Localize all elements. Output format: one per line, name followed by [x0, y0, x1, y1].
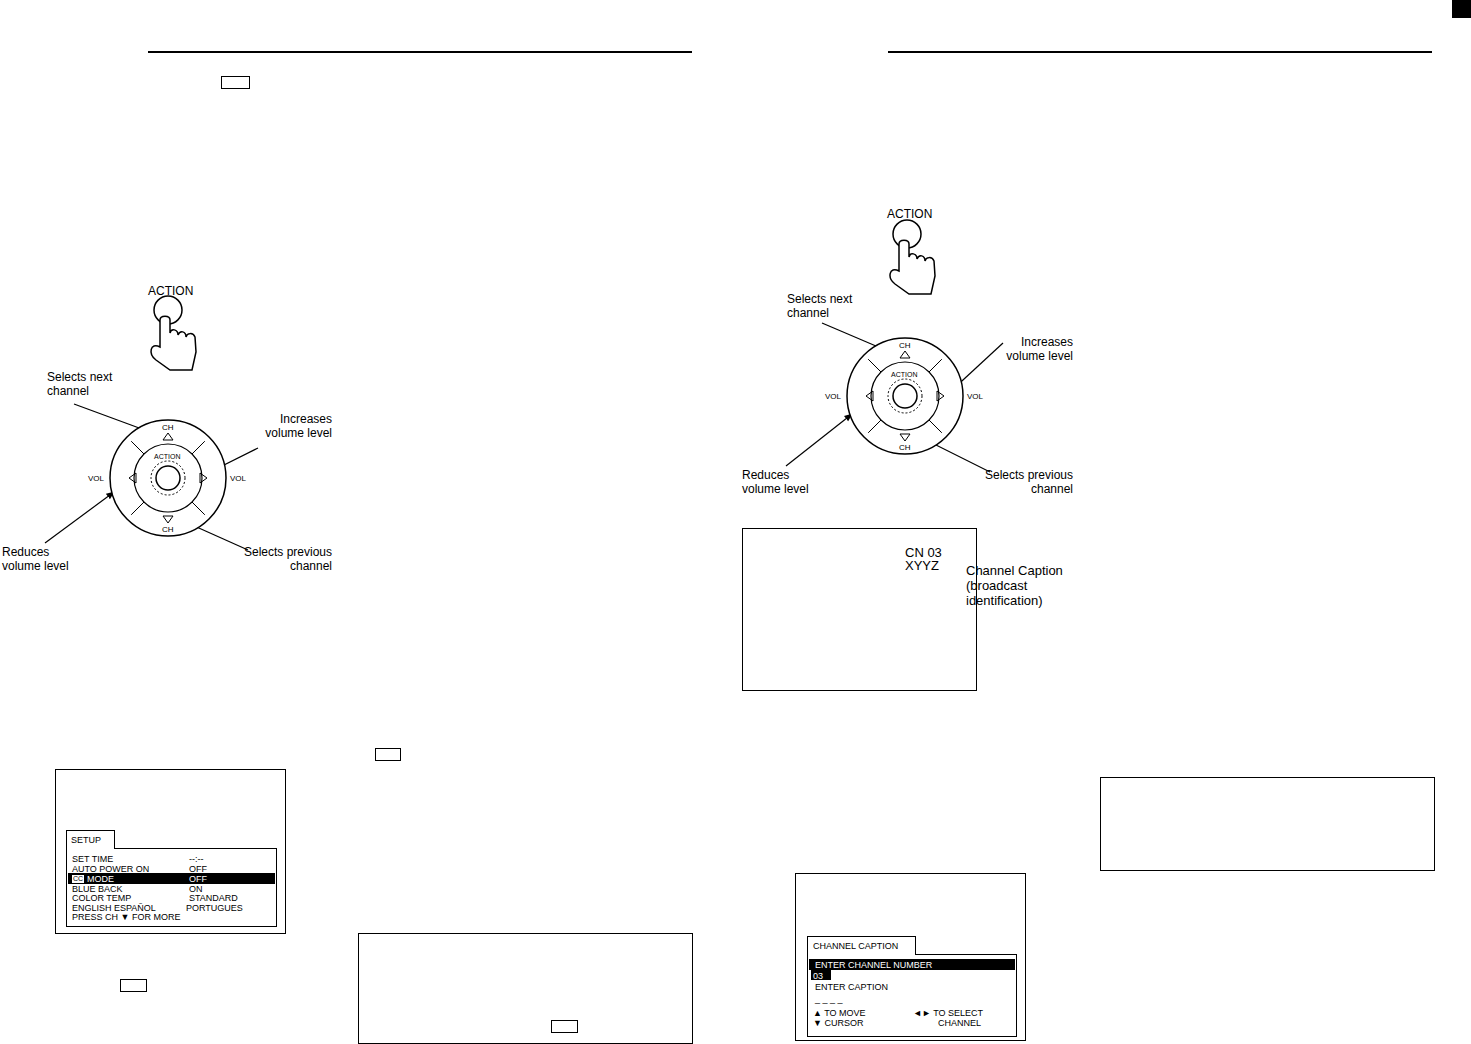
button-name: ACTION	[887, 207, 947, 221]
menu-item: CHANNEL	[938, 1018, 981, 1028]
menu-item: ▼ CURSOR	[813, 1018, 863, 1028]
menu-item: ESPAÑOL	[114, 903, 156, 913]
menu-item: ENGLISH	[72, 903, 112, 913]
button-label: VOL	[967, 392, 983, 401]
menu-item: CC	[72, 875, 84, 883]
menu-item: STANDARD	[189, 893, 238, 903]
button-label: VOL	[88, 474, 104, 483]
menu-panel: CHANNEL CAPTION ENTER CHANNEL NUMBER03ENT…	[807, 936, 1017, 1037]
button-label: VOL	[230, 474, 246, 483]
callout-text: Selects next channel	[787, 292, 867, 320]
menu-item: SET TIME	[72, 854, 113, 864]
menu-item: CHANNEL CAPTION	[813, 941, 898, 951]
button-label: CH	[899, 443, 911, 452]
control-pad: CH VOL ACTION VOL CH	[825, 331, 985, 461]
callout-text: Increases volume level	[993, 335, 1073, 363]
menu-item: OFF	[189, 864, 207, 874]
callout-text: Selects next channel	[47, 370, 127, 398]
menu-item: COLOR TEMP	[72, 893, 131, 903]
menu-item: _ _ _ _	[815, 994, 843, 1004]
menu-item: ENTER CHANNEL NUMBER	[815, 960, 932, 970]
menu-item: ENTER CAPTION	[815, 982, 888, 992]
shape-outline	[88, 413, 248, 543]
tv-screen: CHANNEL CAPTION ENTER CHANNEL NUMBER03ENT…	[795, 873, 1026, 1041]
menu-item: ON	[189, 884, 203, 894]
shape-outline	[825, 331, 985, 461]
empty-boxes	[121, 77, 1435, 1044]
menu-item: ◄► TO SELECT	[913, 1008, 983, 1018]
callout-text: Selects previous channel	[973, 468, 1073, 496]
header-rules	[148, 0, 1471, 52]
hand-button	[151, 296, 196, 370]
button-label: ACTION	[154, 453, 180, 461]
screen-text: CN 03	[905, 546, 942, 560]
menu-item: 03	[813, 971, 823, 981]
button-label: VOL	[825, 392, 841, 401]
menu-item: ▲ TO MOVE	[813, 1008, 866, 1018]
button-label: CH	[162, 423, 174, 432]
callout-text: Reduces volume level	[742, 468, 822, 496]
callout-text: Selects previous channel	[232, 545, 332, 573]
button-label: CH	[899, 341, 911, 350]
screen-text: XYYZ	[905, 559, 939, 573]
menu-item: AUTO POWER ON	[72, 864, 149, 874]
button-label: ACTION	[891, 371, 917, 379]
menu-item: MODE	[87, 874, 114, 884]
menu-item: --:--	[189, 854, 204, 864]
callout-text: Increases volume level	[252, 412, 332, 440]
menu-panel: SETUP SET TIME --:-- AUTO POWER ON OFF CCMODE…	[66, 830, 277, 927]
tv-screen: CN 03XYYZ	[742, 528, 977, 691]
menu-item: PRESS CH ▼ FOR MORE	[72, 912, 180, 922]
menu-item: OFF	[189, 874, 207, 884]
menu-item: BLUE BACK	[72, 884, 123, 894]
tv-screen: SETUP SET TIME --:-- AUTO POWER ON OFF CCMODE…	[55, 769, 286, 934]
control-pad: CH VOL ACTION VOL CH	[88, 413, 248, 543]
callout-text: Channel Caption (broadcast identificatio…	[966, 563, 1078, 608]
menu-item: PORTUGUES	[186, 903, 243, 913]
hand-button	[890, 220, 935, 294]
menu-item: SETUP	[71, 835, 101, 845]
button-name: ACTION	[148, 284, 208, 298]
callout-text: Reduces volume level	[2, 545, 82, 573]
button-label: CH	[162, 525, 174, 534]
